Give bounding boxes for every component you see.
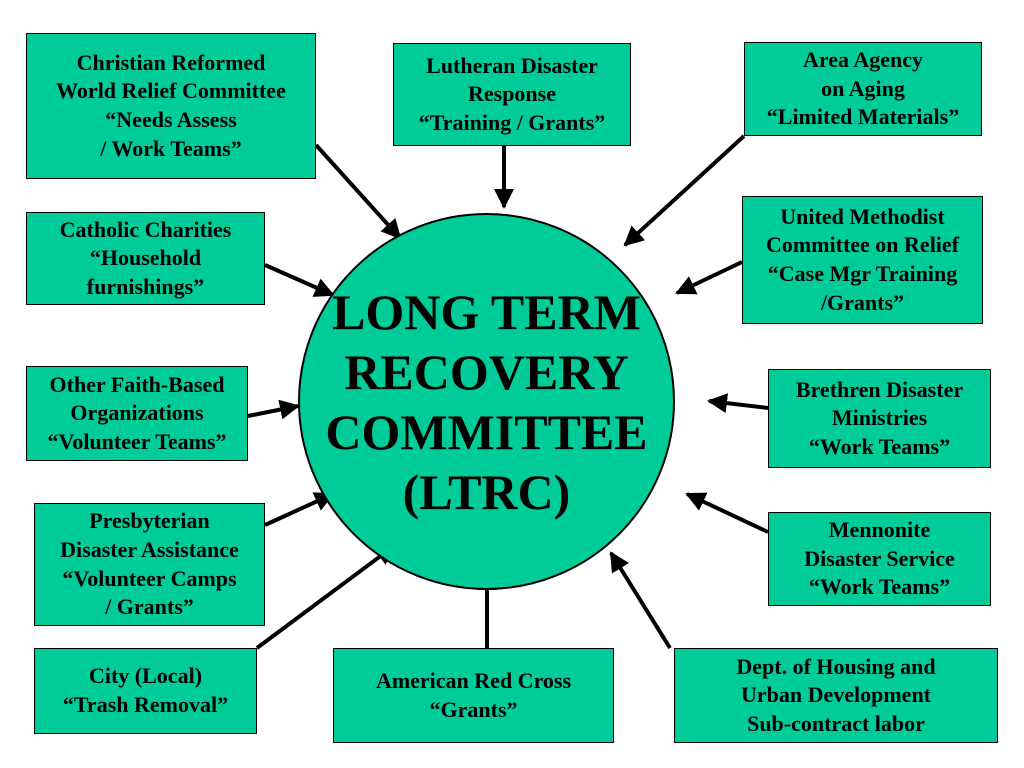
node-line: Response — [467, 81, 556, 107]
node-line: / Grants” — [105, 594, 194, 620]
node-line: Lutheran Disaster — [426, 52, 598, 78]
node-line: Presbyterian — [89, 508, 210, 534]
node-presbyterian: Presbyterian Disaster Assistance “Volunt… — [34, 503, 265, 626]
node-line: furnishings” — [86, 273, 205, 299]
node-line: “Household — [89, 245, 202, 271]
node-line: “Work Teams” — [808, 574, 951, 600]
node-line: Mennonite — [828, 517, 931, 543]
arrow-presbyterian — [264, 492, 335, 527]
ltrc-title-line-3: COMMITTEE — [325, 403, 648, 460]
node-brethren: Brethren Disaster Ministries “Work Teams… — [768, 369, 991, 468]
arrow-catholic — [264, 263, 335, 297]
node-area-agency: Area Agency on Aging “Limited Materials” — [744, 42, 982, 136]
arrow-mennonite — [685, 492, 769, 534]
node-line: Brethren Disaster — [795, 376, 964, 402]
node-line: Catholic Charities — [59, 216, 232, 242]
node-line: Christian Reformed — [76, 49, 266, 75]
node-line: Area Agency — [803, 47, 923, 73]
ltrc-circle: LONG TERM RECOVERY COMMITTEE (LTRC) — [298, 213, 675, 590]
node-line: “Grants” — [429, 696, 518, 722]
node-line: “Volunteer Teams” — [47, 428, 227, 454]
arrow-other-faith — [247, 399, 300, 420]
node-line: /Grants” — [820, 289, 905, 315]
node-mennonite: Mennonite Disaster Service “Work Teams” — [768, 512, 991, 606]
node-line: Organizations — [70, 400, 204, 426]
node-line: “Work Teams” — [808, 433, 951, 459]
node-crwrc: Christian Reformed World Relief Committe… — [26, 33, 316, 179]
node-line: Ministries — [831, 405, 928, 431]
node-line: on Aging — [821, 75, 905, 101]
node-line: United Methodist — [780, 203, 945, 229]
node-line: Committee on Relief — [765, 232, 960, 258]
ltrc-title-line-4: (LTRC) — [402, 463, 571, 520]
node-red-cross: American Red Cross “Grants” — [333, 648, 614, 743]
node-line: Disaster Service — [804, 545, 955, 571]
arrow-area-agency — [623, 134, 746, 247]
node-line: “Volunteer Camps — [62, 565, 237, 591]
node-line: Dept. of Housing and — [736, 653, 936, 679]
ltrc-title-line-2: RECOVERY — [344, 343, 629, 400]
ltrc-title-line-1: LONG TERM — [332, 283, 641, 340]
node-line: Urban Development — [740, 682, 932, 708]
node-lutheran: Lutheran Disaster Response “Training / G… — [393, 43, 631, 146]
node-line: “Needs Assess — [105, 107, 237, 132]
arrow-crwrc — [314, 143, 402, 240]
node-line: “Trash Removal” — [62, 692, 229, 717]
node-line: / Work Teams” — [100, 135, 242, 161]
arrow-city — [255, 544, 396, 650]
node-line: American Red Cross — [375, 667, 572, 693]
arrow-brethren — [707, 393, 769, 414]
node-line: City (Local) — [88, 663, 203, 689]
node-line: “Limited Materials” — [766, 104, 960, 130]
node-other-faith: Other Faith-Based Organizations “Volunte… — [26, 366, 248, 461]
node-line: “Training / Grants” — [418, 109, 606, 135]
node-methodist: United Methodist Committee on Relief “Ca… — [742, 196, 983, 324]
arrow-hud — [609, 551, 672, 650]
node-line: World Relief Committee — [56, 78, 286, 104]
node-line: Sub-contract labor — [747, 710, 925, 736]
node-line: “Case Mgr Training — [767, 261, 958, 286]
node-hud: Dept. of Housing and Urban Development S… — [674, 648, 998, 743]
node-catholic: Catholic Charities “Household furnishing… — [26, 212, 265, 305]
node-line: Disaster Assistance — [60, 536, 239, 562]
node-line: Other Faith-Based — [49, 371, 225, 397]
arrow-methodist — [675, 260, 743, 295]
node-city: City (Local) “Trash Removal” — [34, 648, 257, 734]
